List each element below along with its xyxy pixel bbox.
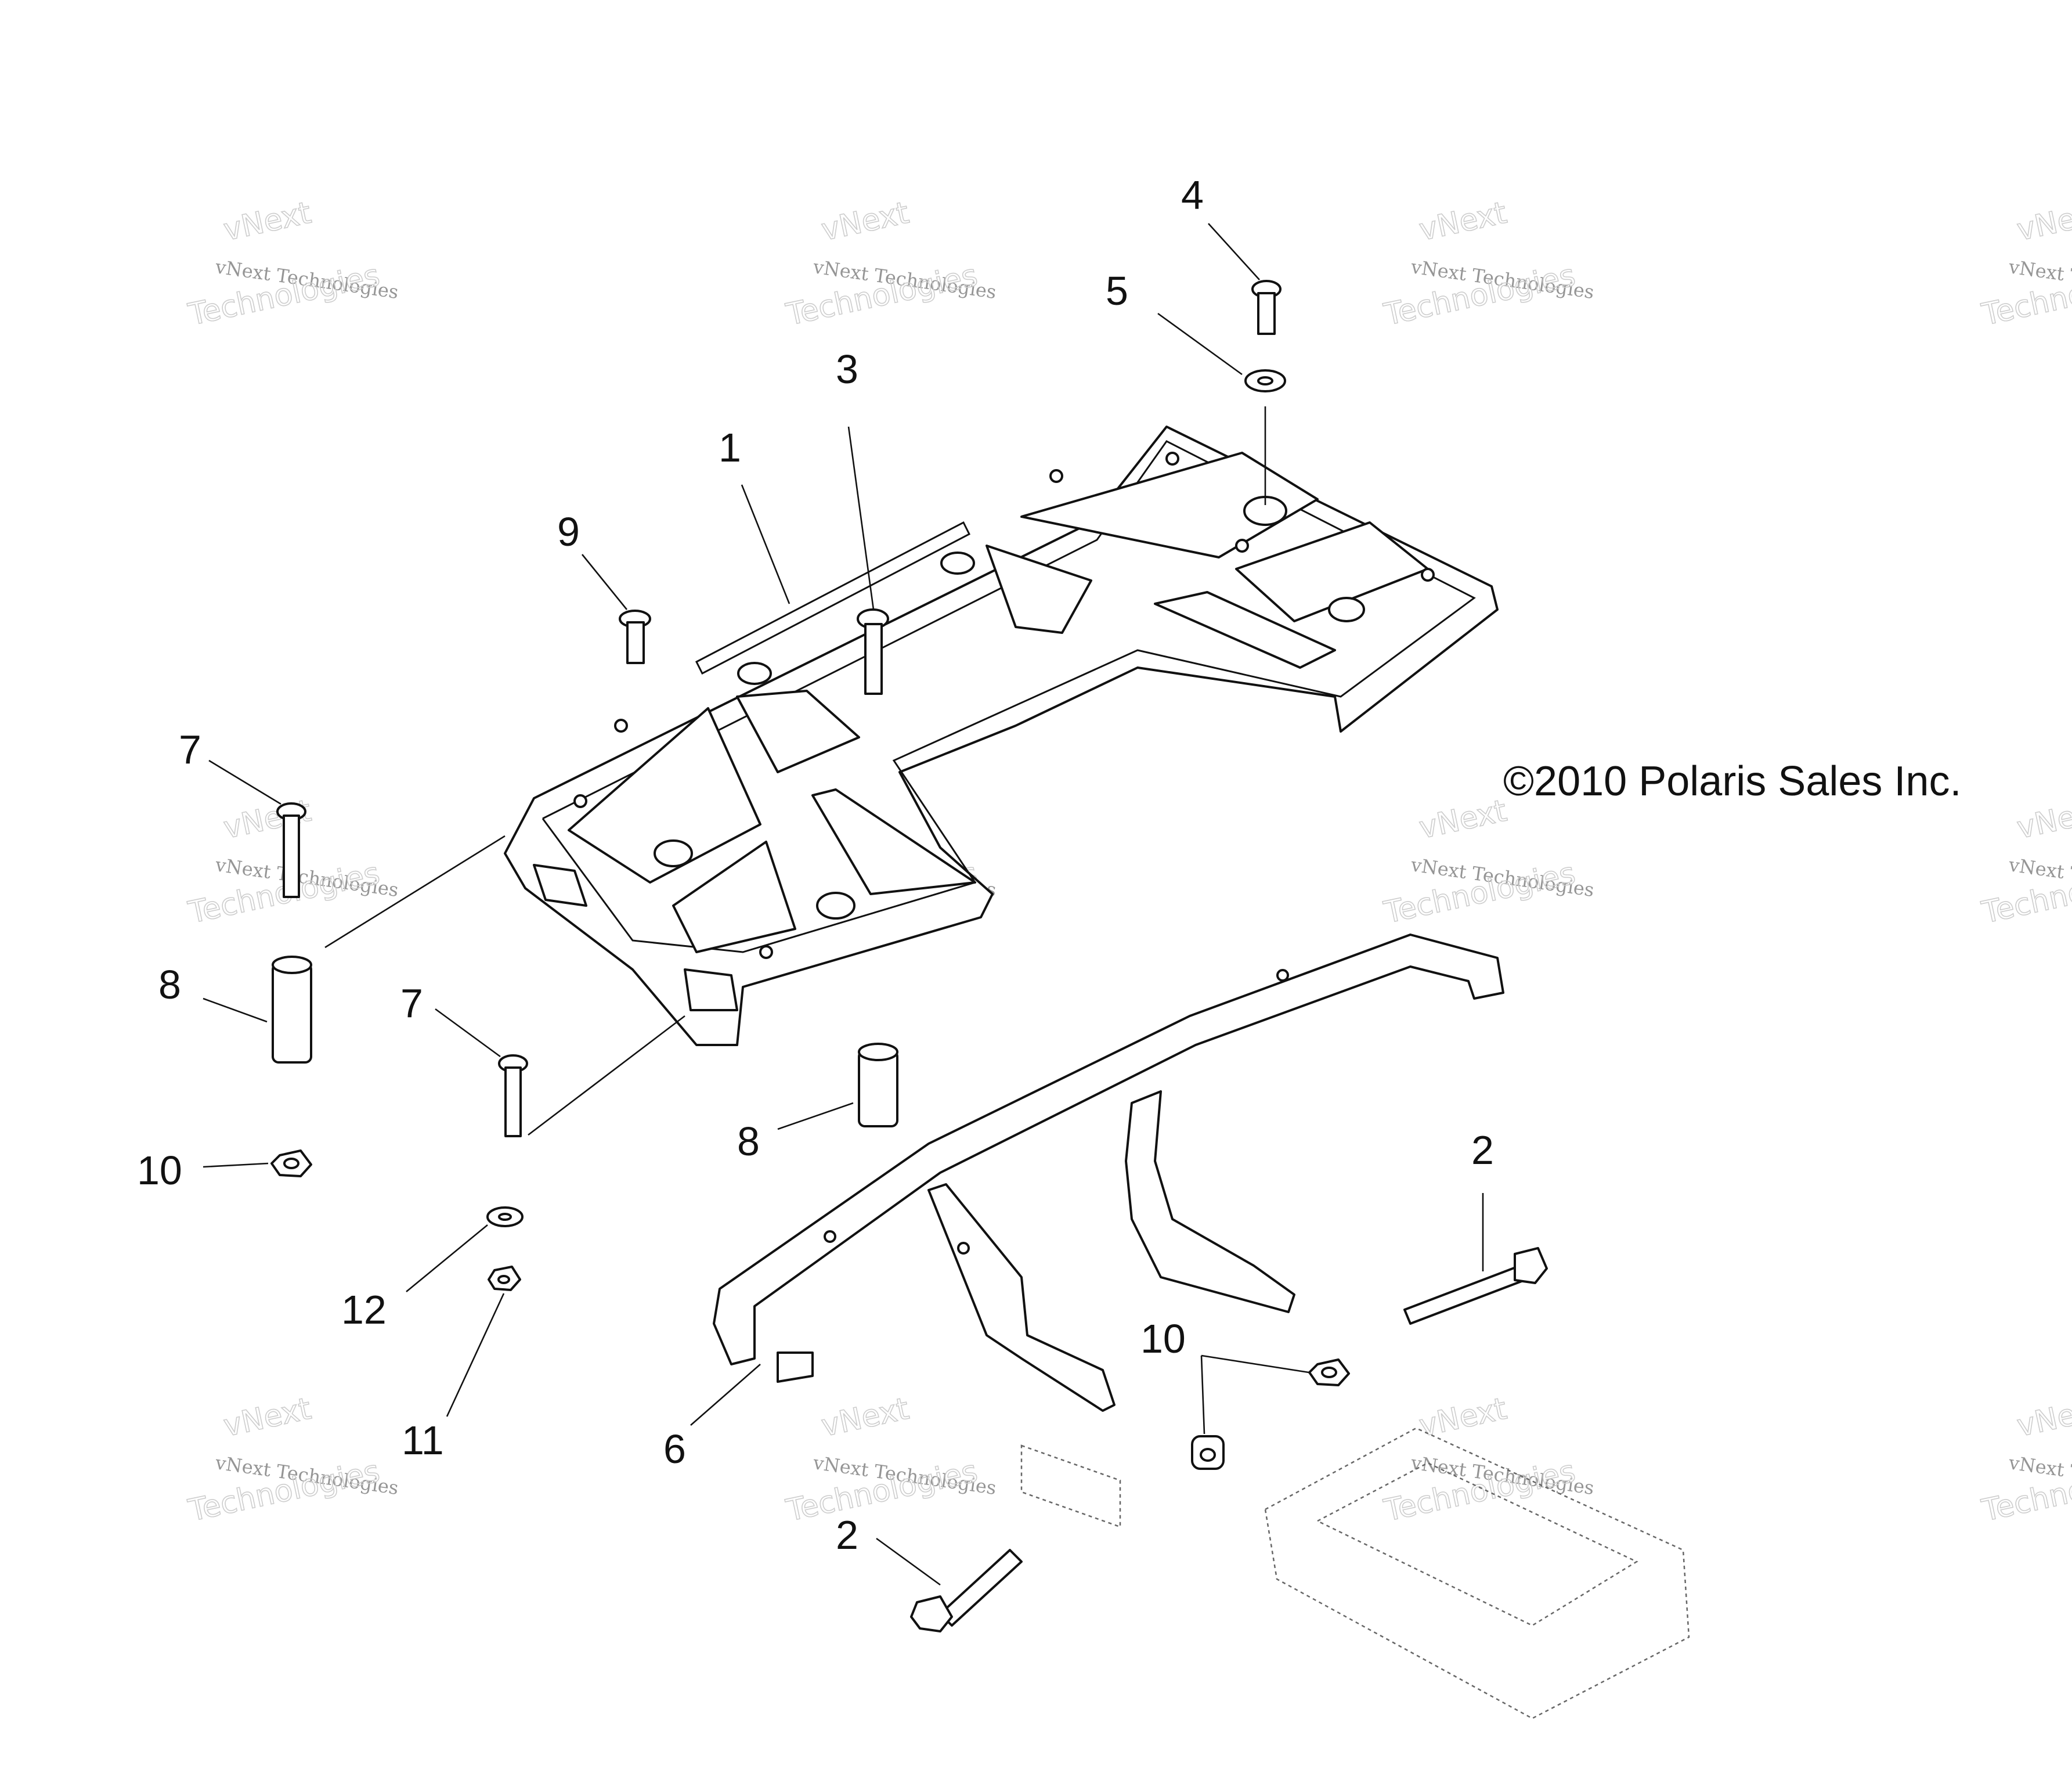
watermark-small: vNext (2014, 794, 2072, 846)
watermark: vNext vNext Technologies Technologies (1978, 1391, 2072, 1529)
bolt-part-9 (619, 610, 651, 664)
callout-9: 9 (557, 509, 580, 554)
callout-10: 10 (1140, 1316, 1186, 1361)
watermark-small: vNext (818, 196, 912, 248)
support-frame-part-6 (713, 934, 1504, 1412)
rack-left-pocket-2 (736, 690, 860, 773)
frame-leg-left (927, 1183, 1116, 1412)
rack-hole-small (1049, 469, 1063, 483)
rack-front-vent-1 (533, 864, 587, 907)
frame-hole (957, 1242, 970, 1255)
ghost-parts (1020, 1427, 1690, 1720)
watermark-small: vNext (221, 794, 314, 846)
nut-part-10-right (1308, 1358, 1350, 1386)
rack-hole-small (1421, 568, 1435, 582)
rack-hole-small (573, 794, 587, 808)
rack-outline (504, 426, 1499, 1046)
rack-hole-small (1235, 539, 1249, 553)
frame-rail (713, 934, 1504, 1365)
washer-part-12 (486, 1206, 524, 1227)
rack-right-pocket-2 (986, 545, 1092, 634)
watermark: vNext vNext Technologies Technologies (782, 1391, 998, 1529)
callout-4: 4 (1181, 172, 1204, 218)
rack-rear-rail (695, 521, 971, 675)
callout-12: 12 (341, 1287, 387, 1332)
copyright-notice: ©2010 Polaris Sales Inc. (1503, 758, 1961, 805)
bolt-part-7-lower (498, 1054, 528, 1137)
spacer-part-8-right (858, 1043, 898, 1127)
leader-lines (203, 223, 1484, 1586)
washer-part-5 (1244, 369, 1286, 392)
rack-part-1 (504, 426, 1499, 1046)
callouts: 4 5 3 1 9 7 8 7 8 10 12 11 6 2 10 2 (137, 172, 1494, 1558)
callout-11: 11 (402, 1418, 444, 1463)
grommet-part-10 (1191, 1435, 1225, 1470)
rack-hole (940, 552, 975, 575)
rack-right-pocket-4 (1154, 591, 1336, 669)
ghost-bracket-inner (1316, 1462, 1638, 1627)
watermark-small: vNext (2014, 196, 2072, 248)
bolt-part-2-bottom (910, 1549, 1023, 1632)
frame-hole (824, 1230, 836, 1243)
watermark-small: vNext (2014, 1392, 2072, 1444)
frame-leg-right (1125, 1090, 1295, 1313)
callout-8: 8 (737, 1119, 760, 1164)
watermark: vNext vNext Technologies Technologies (1978, 793, 2072, 931)
watermark: vNext vNext Technologies Technologies (1380, 793, 1595, 931)
nut-part-10-left (270, 1149, 312, 1177)
nut-part-11 (488, 1266, 521, 1291)
watermark-small: vNext (818, 1392, 912, 1444)
watermark: vNext vNext Technologies Technologies (1978, 195, 2072, 333)
bolt-part-3 (857, 608, 889, 695)
callout-3: 3 (836, 347, 858, 392)
watermark: vNext vNext Technologies Technologies (185, 1391, 400, 1529)
callout-6: 6 (663, 1426, 686, 1472)
callout-1: 1 (719, 425, 741, 470)
rack-hole (654, 839, 693, 867)
rack-hole-small (759, 945, 773, 959)
spacer-part-8-left (272, 956, 312, 1064)
bolt-part-7-upper (276, 802, 306, 898)
watermark: vNext vNext Technologies Technologies (1380, 1391, 1595, 1529)
callout-2: 2 (1471, 1127, 1494, 1173)
callout-7: 7 (400, 981, 423, 1026)
watermark-small: vNext (221, 1392, 314, 1444)
bolt-part-2-right (1403, 1247, 1548, 1325)
fasteners (270, 280, 1548, 1632)
frame-hole (1276, 969, 1289, 982)
ghost-bracket (1264, 1427, 1690, 1720)
callout-7: 7 (179, 727, 201, 772)
frame-rail-end-front (777, 1351, 814, 1383)
bolt-part-4 (1251, 280, 1282, 335)
rack-left-pocket-4 (811, 788, 976, 895)
callout-2: 2 (836, 1512, 858, 1558)
watermark-small: vNext (1416, 1392, 1510, 1444)
rack-right-pocket-1 (1020, 452, 1319, 558)
ghost-light-bar (1020, 1444, 1121, 1528)
watermark-layer: vNext vNext Technologies Technologies vN… (185, 195, 2072, 1529)
watermark: vNext vNext Technologies Technologies (782, 195, 998, 333)
rack-hole-small (1165, 452, 1179, 466)
callout-5: 5 (1106, 268, 1128, 313)
rack-hole-small (614, 719, 628, 733)
rack-left-pocket-3 (672, 841, 796, 953)
watermark: vNext vNext Technologies Technologies (185, 195, 400, 333)
watermark-small: vNext (1416, 794, 1510, 846)
callout-10: 10 (137, 1148, 182, 1193)
watermark: vNext vNext Technologies Technologies (1380, 195, 1595, 333)
rack-left-pocket-1 (568, 707, 761, 884)
rack-front-vent-2 (684, 968, 738, 1011)
watermark-small: vNext (221, 196, 314, 248)
callout-8: 8 (158, 962, 181, 1007)
rack-hole (737, 662, 772, 685)
watermark-small: vNext (1416, 196, 1510, 248)
rack-hole (816, 892, 855, 920)
rack-hole (1328, 597, 1365, 622)
